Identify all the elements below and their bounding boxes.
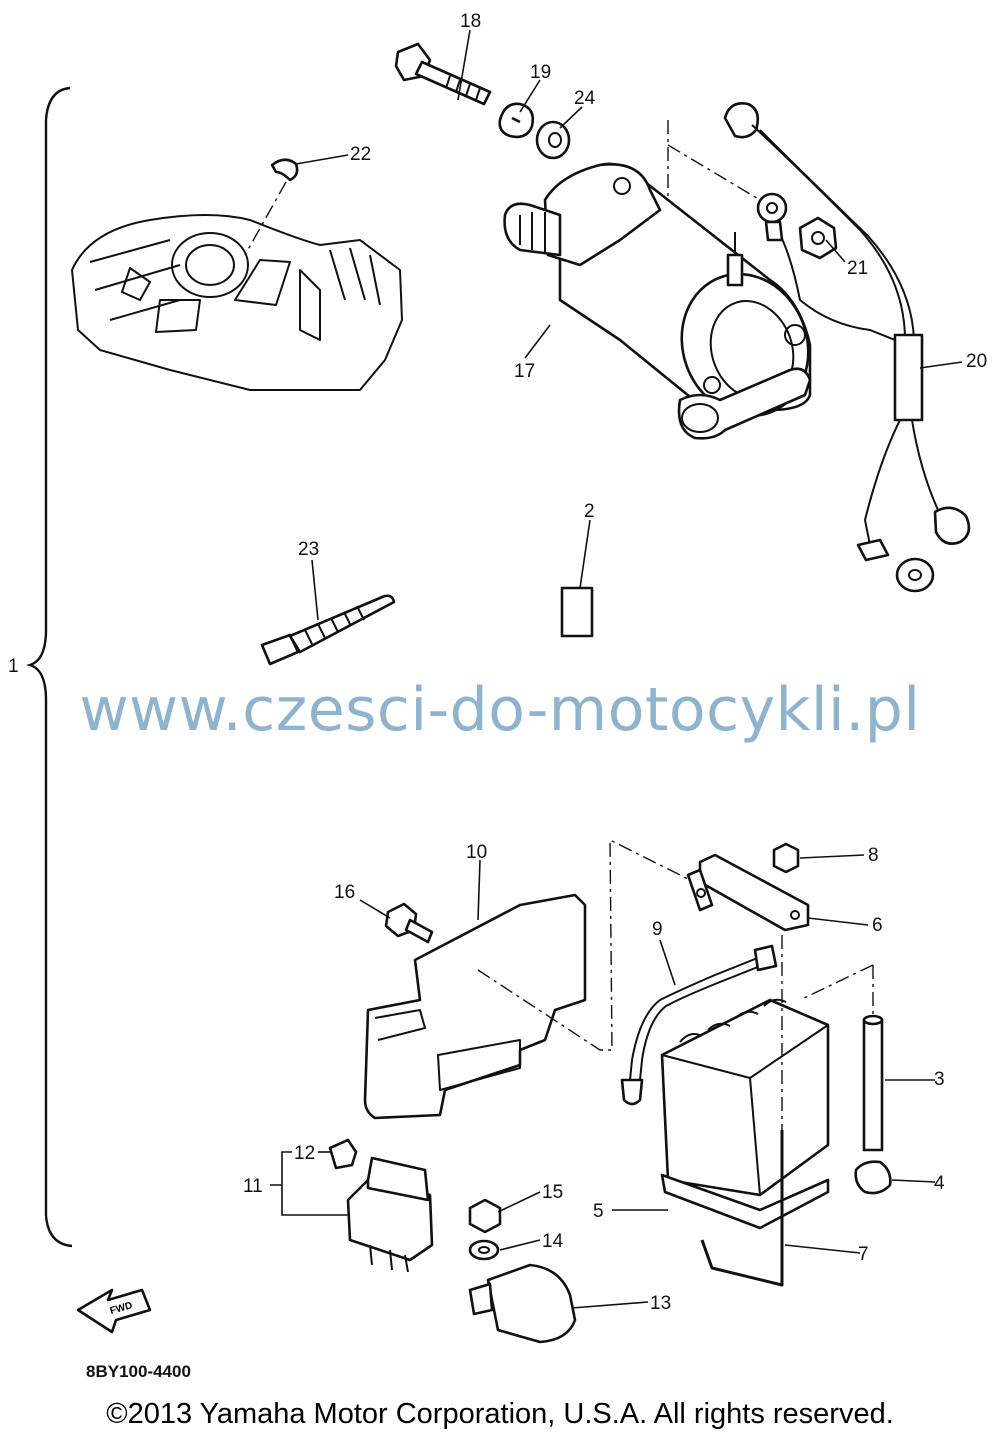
part-number: 3 [934,1069,945,1090]
battery-lead-drawing [620,944,778,1106]
fwd-arrow-icon: FWD [76,1288,152,1334]
bolt-drawing [394,42,492,106]
part-number: 4 [934,1173,945,1194]
alignment-line [244,181,287,256]
leader-lines [295,29,963,1309]
horn-drawing [468,1263,577,1344]
part-number: 20 [966,351,987,372]
nut-drawing [468,1198,502,1234]
relay-cap-drawing [328,1138,358,1170]
label-sticker-drawing [560,586,594,638]
battery-bracket-drawing [686,853,810,932]
part-number: 1 [8,656,19,677]
alignment-line [477,838,691,1051]
washer-drawing [468,1239,500,1261]
part-number: 12 [294,1143,315,1164]
cable-tie-drawing [260,594,396,666]
bracket-line [270,1151,350,1216]
part-number: 22 [350,144,371,165]
battery-rod-drawing [700,1130,784,1287]
starter-relay-drawing [346,1156,434,1273]
part-number: 11 [243,1176,263,1197]
part-number: 9 [652,919,663,940]
part-number: 17 [514,361,535,382]
lock-washer-drawing [498,102,535,139]
part-number: 10 [466,842,487,863]
part-number: 18 [460,11,481,32]
nut-drawing [798,216,838,260]
copyright-notice: ©2013 Yamaha Motor Corporation, U.S.A. A… [106,1398,894,1430]
battery-cover-drawing [363,893,587,1120]
washer-drawing [535,120,571,160]
starter-motor-drawing [503,162,812,440]
part-number: 5 [593,1201,604,1222]
part-number: 21 [847,258,868,279]
part-number: 13 [650,1293,671,1314]
starter-cable-drawing [723,102,971,593]
damper-drawing [854,1160,892,1195]
part-number: 8 [868,845,879,866]
engine-sketch-drawing [71,158,403,391]
part-numbers: 1 2 3 4 5 6 7 8 9 10 11 12 13 14 15 16 1… [8,11,987,1314]
part-number: 7 [858,1244,869,1265]
nut-drawing [772,842,800,874]
battery-drawing [660,998,830,1230]
part-number: 16 [334,882,355,903]
part-number: 19 [530,62,551,83]
vent-hose-drawing [862,1014,884,1152]
watermark: www.czesci-do-motocykli.pl [79,675,921,745]
part-number: 6 [872,915,883,936]
part-number: 14 [542,1231,564,1252]
alignment-line [667,120,761,201]
diagram-code: 8BY100-4400 [86,1362,191,1381]
screw-drawing [384,902,434,944]
part-number: 24 [574,88,596,109]
part-number: 23 [298,539,319,560]
part-number: 15 [542,1182,563,1203]
group-brace [25,86,73,1248]
part-number: 2 [584,501,595,522]
alignment-line [799,964,874,1015]
